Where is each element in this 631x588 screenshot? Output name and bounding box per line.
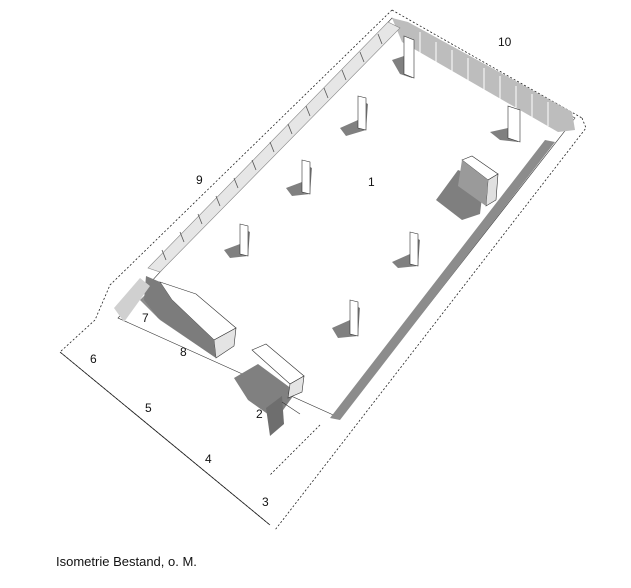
glazing-left-wall [147, 21, 401, 273]
wall-right-front [330, 140, 555, 420]
label-9: 9 [196, 173, 203, 187]
podium-edge-right [274, 117, 587, 531]
entrance-box-left [144, 276, 216, 358]
wall-element [332, 299, 360, 338]
kiosk-face [287, 375, 305, 399]
podium-inner-bottom [269, 424, 321, 476]
wall-element [340, 95, 368, 136]
cube-block [436, 155, 499, 220]
wall-element [490, 105, 521, 143]
wall-element [392, 35, 415, 79]
label-10: 10 [498, 35, 512, 49]
cube-face-left [458, 160, 488, 206]
kiosk-block [234, 343, 305, 436]
kiosk-edge [281, 401, 301, 415]
podium-outline [59, 9, 587, 531]
wall-element [286, 159, 312, 196]
entrance-glass [114, 278, 150, 322]
wall-element [224, 223, 250, 258]
wall-element [392, 231, 420, 268]
glazing-back-wall [392, 18, 575, 132]
kiosk-post [266, 396, 284, 436]
podium-edge-bottom [59, 351, 271, 526]
glazing-mullions-left [161, 33, 383, 261]
label-1: 1 [368, 175, 375, 189]
wall-elements [224, 35, 521, 338]
label-4: 4 [205, 452, 212, 466]
label-3: 3 [262, 495, 269, 509]
label-5: 5 [145, 401, 152, 415]
podium-edge-top [391, 9, 583, 119]
label-8: 8 [180, 345, 187, 359]
label-6: 6 [90, 352, 97, 366]
entrance-block [114, 276, 237, 359]
glazing-mullions-back [419, 32, 549, 126]
label-2: 2 [256, 407, 263, 421]
number-labels: 1 2 3 4 5 6 7 8 9 10 [90, 35, 512, 509]
drawing-caption: Isometrie Bestand, o. M. [56, 554, 197, 569]
glazing-band-left [147, 21, 401, 273]
label-7: 7 [142, 311, 149, 325]
